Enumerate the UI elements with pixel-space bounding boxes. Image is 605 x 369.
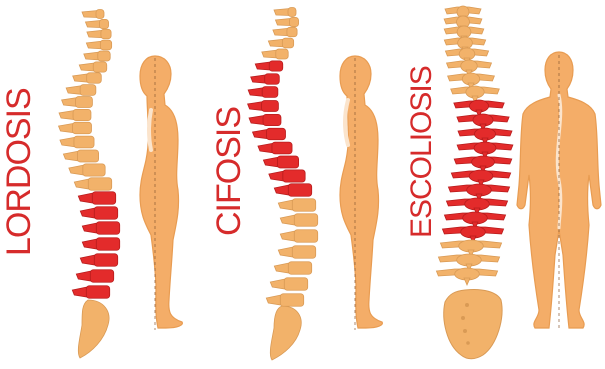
- panel-escoliosis: ESCOLIOSIS: [405, 0, 605, 369]
- cifosis-vertebra-16: [280, 214, 317, 227]
- lordosis-vertebra-8: [62, 97, 93, 108]
- body-silhouette-side-cifosis: [318, 0, 400, 369]
- cifosis-vertebra-10: [253, 128, 286, 140]
- cifosis-vertebra-17: [280, 230, 317, 243]
- lordosis-vertebra-1: [85, 19, 108, 28]
- cifosis-vertebra-6: [251, 74, 280, 85]
- cifosis-vertebra-12: [263, 156, 298, 168]
- cifosis-vertebra-2: [273, 27, 297, 37]
- lordosis-vertebra-9: [59, 109, 91, 120]
- panel-cifosis: CIFOSIS: [200, 0, 405, 369]
- lordosis-vertebra-18: [82, 238, 119, 251]
- lordosis-vertebra-4: [84, 51, 110, 61]
- lordosis-vertebra-3: [86, 40, 111, 50]
- cifosis-vertebra-0: [274, 8, 296, 17]
- cifosis-vertebra-21: [266, 294, 303, 307]
- cifosis-vertebra-3: [268, 38, 293, 48]
- lordosis-vertebra-11: [60, 136, 94, 148]
- cifosis-vertebra-7: [248, 87, 278, 98]
- cifosis-vertebra-20: [270, 278, 307, 291]
- lordosis-vertebra-16: [80, 207, 117, 220]
- lordosis-vertebra-10: [59, 122, 92, 134]
- cifosis-vertebra-1: [275, 17, 298, 26]
- lordosis-vertebra-5: [79, 62, 107, 72]
- lordosis-vertebra-0: [82, 10, 104, 19]
- body-silhouette-side-lordosis: [118, 0, 200, 369]
- lordosis-vertebra-13: [69, 164, 105, 176]
- cifosis-sacrum: [270, 306, 301, 360]
- label-escoliosis: ESCOLIOSIS: [407, 66, 437, 238]
- lordosis-vertebra-12: [63, 150, 98, 162]
- lordosis-sacrum: [78, 300, 109, 358]
- lordosis-vertebra-15: [78, 192, 115, 205]
- escoliosis-vertebra-20: [436, 268, 497, 285]
- cifosis-vertebra-19: [274, 262, 311, 275]
- lordosis-vertebra-20: [76, 270, 113, 283]
- cifosis-vertebra-8: [248, 101, 279, 112]
- cifosis-vertebra-13: [269, 170, 305, 182]
- lordosis-vertebra-14: [74, 178, 111, 191]
- lordosis-vertebra-19: [80, 254, 117, 267]
- lordosis-vertebra-6: [73, 73, 102, 84]
- label-lordosis: LORDOSIS: [2, 88, 36, 256]
- lordosis-vertebra-21: [72, 286, 109, 299]
- cifosis-vertebra-18: [278, 246, 315, 259]
- lordosis-vertebra-7: [66, 85, 96, 96]
- lordosis-vertebra-2: [87, 29, 111, 39]
- cifosis-vertebra-4: [262, 49, 288, 59]
- cifosis-vertebra-9: [249, 114, 281, 125]
- cifosis-vertebra-14: [274, 184, 311, 197]
- cifosis-vertebra-5: [255, 61, 283, 71]
- lordosis-vertebra-17: [82, 222, 119, 235]
- cifosis-vertebra-11: [258, 142, 292, 154]
- panel-lordosis: LORDOSIS: [0, 0, 200, 369]
- label-cifosis: CIFOSIS: [212, 107, 246, 236]
- cifosis-vertebra-15: [278, 199, 315, 212]
- body-silhouette-back-escoliosis: [513, 0, 605, 369]
